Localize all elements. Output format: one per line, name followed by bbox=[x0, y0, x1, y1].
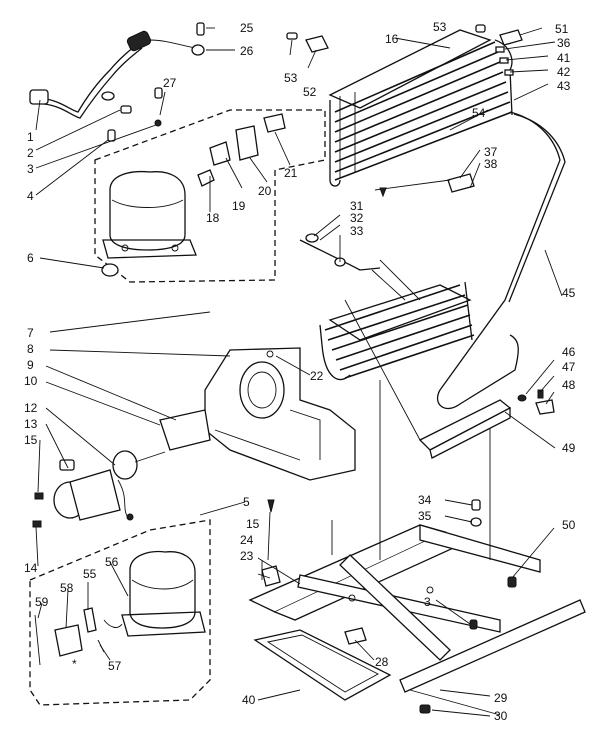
callout-22: 22 bbox=[310, 369, 324, 383]
callout-52: 52 bbox=[303, 85, 317, 99]
fan-motor bbox=[32, 450, 166, 528]
callout-32: 32 bbox=[350, 211, 364, 225]
callout-42: 42 bbox=[557, 65, 571, 79]
callout-18: 18 bbox=[206, 211, 220, 225]
compressor-lower: * bbox=[34, 550, 206, 671]
callout-12: 12 bbox=[24, 401, 38, 415]
callout-45: 45 bbox=[562, 286, 576, 300]
relay-parts bbox=[197, 113, 286, 187]
callout-59: 59 bbox=[35, 595, 49, 609]
small-screws-top bbox=[107, 22, 205, 142]
callout-53a: 53 bbox=[284, 71, 298, 85]
callout-15b: 15 bbox=[246, 517, 260, 531]
callout-labels: 1 2 3 4 25 26 27 53 52 16 53 51 36 41 42… bbox=[24, 20, 576, 723]
callout-48: 48 bbox=[562, 378, 576, 392]
callout-35: 35 bbox=[418, 509, 432, 523]
callout-21: 21 bbox=[284, 166, 298, 180]
callout-20: 20 bbox=[258, 184, 272, 198]
callout-54: 54 bbox=[472, 106, 486, 120]
callout-13: 13 bbox=[24, 417, 38, 431]
callout-57: 57 bbox=[108, 659, 122, 673]
callout-8: 8 bbox=[27, 342, 34, 356]
callout-33: 33 bbox=[350, 224, 364, 238]
compressor-lower-box bbox=[29, 519, 211, 706]
callout-26: 26 bbox=[240, 44, 254, 58]
callout-31: 31 bbox=[350, 199, 364, 213]
callout-51: 51 bbox=[555, 22, 569, 36]
callout-15a: 15 bbox=[24, 433, 38, 447]
callout-47: 47 bbox=[562, 360, 576, 374]
callout-41: 41 bbox=[557, 51, 571, 65]
callout-14: 14 bbox=[24, 561, 38, 575]
fan-bracket bbox=[159, 347, 356, 481]
callout-38: 38 bbox=[484, 157, 498, 171]
grommet bbox=[101, 263, 119, 277]
callout-43: 43 bbox=[557, 79, 571, 93]
callout-16: 16 bbox=[385, 32, 399, 46]
bracket-49 bbox=[344, 299, 555, 459]
callout-46: 46 bbox=[562, 345, 576, 359]
callout-53b: 53 bbox=[433, 20, 447, 34]
leader-lines bbox=[35, 27, 563, 717]
callout-5: 5 bbox=[243, 495, 250, 509]
callout-3b: 3 bbox=[424, 595, 431, 609]
evaporator-coil bbox=[299, 233, 475, 381]
refrigerant-tube bbox=[436, 111, 561, 410]
callout-58: 58 bbox=[60, 581, 74, 595]
callout-55: 55 bbox=[83, 567, 97, 581]
callout-50: 50 bbox=[562, 518, 576, 532]
callout-1: 1 bbox=[27, 130, 34, 144]
callout-7: 7 bbox=[27, 326, 34, 340]
callout-29: 29 bbox=[494, 691, 508, 705]
callout-36: 36 bbox=[557, 36, 571, 50]
callout-56: 56 bbox=[105, 555, 119, 569]
drain-pan bbox=[253, 629, 392, 701]
callout-9: 9 bbox=[27, 358, 34, 372]
compressor-upper bbox=[102, 170, 197, 259]
screw-15b bbox=[267, 499, 275, 513]
condenser-small-parts bbox=[286, 24, 523, 198]
callout-27: 27 bbox=[163, 76, 177, 90]
callout-4: 4 bbox=[27, 189, 34, 203]
callout-34: 34 bbox=[418, 493, 432, 507]
callout-23: 23 bbox=[240, 549, 254, 563]
callout-19: 19 bbox=[232, 199, 246, 213]
callout-37: 37 bbox=[484, 145, 498, 159]
callout-49: 49 bbox=[562, 441, 576, 455]
callout-30: 30 bbox=[494, 709, 508, 723]
callout-3: 3 bbox=[27, 162, 34, 176]
callout-10: 10 bbox=[24, 374, 38, 388]
callout-6: 6 bbox=[27, 251, 34, 265]
callout-25: 25 bbox=[240, 21, 254, 35]
callout-2: 2 bbox=[27, 146, 34, 160]
wiring-harness bbox=[29, 30, 196, 119]
callout-28: 28 bbox=[375, 655, 389, 669]
asterisk-mark: * bbox=[72, 657, 77, 671]
callout-24: 24 bbox=[240, 533, 254, 547]
callout-40: 40 bbox=[242, 693, 256, 707]
base-frame bbox=[248, 380, 586, 716]
